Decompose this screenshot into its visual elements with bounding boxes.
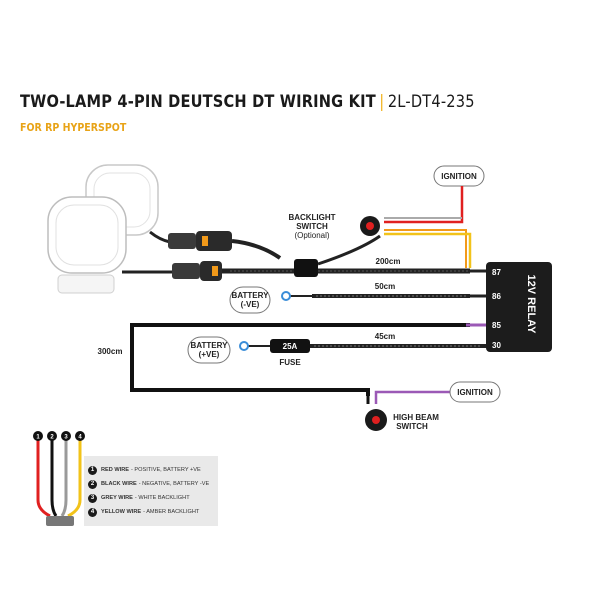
high-beam-label-2: SWITCH bbox=[396, 422, 428, 431]
deutsch-connector-1 bbox=[168, 231, 232, 251]
fuse-label: FUSE bbox=[279, 358, 301, 367]
relay-label: 12V RELAY bbox=[525, 275, 537, 335]
ignition-bottom-label: IGNITION bbox=[457, 388, 493, 397]
legend-number: 3 bbox=[88, 493, 97, 503]
battery-neg-terminal bbox=[281, 291, 291, 301]
wire-number-3: 3 bbox=[64, 435, 68, 441]
ignition-bottom: IGNITION bbox=[449, 381, 501, 403]
battery-neg-label-1: BATTERY bbox=[232, 291, 270, 300]
legend-wire-name: BLACK WIRE bbox=[101, 481, 137, 487]
relay-pin-87: 87 bbox=[492, 268, 501, 277]
battery-pos-box bbox=[187, 336, 231, 364]
battery-neg-box bbox=[229, 286, 271, 314]
wire-number-2: 2 bbox=[50, 435, 54, 441]
wire-legend: 1 RED WIRE - POSITIVE, BATTERY +VE 2 BLA… bbox=[84, 456, 218, 526]
length-50-label: 50cm bbox=[375, 282, 395, 291]
relay-pin-85: 85 bbox=[492, 321, 501, 330]
ignition-top-label: IGNITION bbox=[441, 172, 477, 181]
high-beam-label-1: HIGH BEAM bbox=[393, 413, 439, 422]
backlight-switch bbox=[360, 216, 380, 236]
legend-wire-name: GREY WIRE bbox=[101, 495, 133, 501]
legend-item: 1 RED WIRE - POSITIVE, BATTERY +VE bbox=[88, 464, 201, 476]
wire-number-4: 4 bbox=[78, 435, 82, 441]
lamp-front bbox=[47, 196, 127, 294]
wire-color-graphic: 1 2 3 4 bbox=[33, 431, 85, 526]
legend-wire-name: YELLOW WIRE bbox=[101, 509, 142, 515]
legend-item: 3 GREY WIRE - WHITE BACKLIGHT bbox=[88, 492, 190, 504]
backlight-switch-label-1: BACKLIGHT bbox=[288, 213, 335, 222]
harness-junction bbox=[294, 259, 318, 277]
title-separator: | bbox=[379, 92, 385, 112]
battery-pos-terminal bbox=[239, 341, 249, 351]
relay-pin-30: 30 bbox=[492, 341, 501, 350]
legend-item: 4 YELLOW WIRE - AMBER BACKLIGHT bbox=[88, 506, 199, 518]
length-45-label: 45cm bbox=[375, 332, 395, 341]
relay: 12V RELAY 87 86 85 30 bbox=[486, 262, 552, 352]
legend-number: 1 bbox=[88, 465, 97, 475]
battery-pos-label-2: (+VE) bbox=[199, 350, 220, 359]
battery-pos-label-1: BATTERY bbox=[191, 341, 229, 350]
backlight-switch-label-2: SWITCH bbox=[296, 222, 328, 231]
legend-wire-desc: - AMBER BACKLIGHT bbox=[143, 509, 200, 515]
fuse-rating: 25A bbox=[283, 342, 298, 351]
wire-number-1: 1 bbox=[36, 435, 40, 441]
length-200-label: 200cm bbox=[376, 257, 401, 266]
legend-number: 2 bbox=[88, 479, 97, 489]
legend-wire-desc: - POSITIVE, BATTERY +VE bbox=[130, 467, 201, 473]
legend-wire-desc: - WHITE BACKLIGHT bbox=[134, 495, 190, 501]
battery-neg-label-2: (-VE) bbox=[241, 300, 260, 309]
ignition-top: IGNITION bbox=[433, 165, 485, 196]
deutsch-connector-2 bbox=[172, 261, 222, 281]
legend-item: 2 BLACK WIRE - NEGATIVE, BATTERY -VE bbox=[88, 478, 209, 490]
legend-number: 4 bbox=[88, 507, 97, 517]
relay-pin-86: 86 bbox=[492, 292, 501, 301]
page-title: TWO-LAMP 4-PIN DEUTSCH DT WIRING KIT|2L-… bbox=[20, 92, 475, 112]
legend-wire-desc: - NEGATIVE, BATTERY -VE bbox=[138, 481, 210, 487]
backlight-switch-label-3: (Optional) bbox=[294, 231, 329, 240]
page-subtitle: FOR RP HYPERSPOT bbox=[20, 121, 127, 134]
title-text: TWO-LAMP 4-PIN DEUTSCH DT WIRING KIT bbox=[20, 92, 376, 112]
kit-code: 2L-DT4-235 bbox=[387, 92, 475, 112]
legend-wire-name: RED WIRE bbox=[101, 467, 129, 473]
high-beam-switch bbox=[365, 409, 387, 431]
length-300-label: 300cm bbox=[98, 347, 123, 356]
fuse-holder: 25A bbox=[270, 339, 310, 353]
